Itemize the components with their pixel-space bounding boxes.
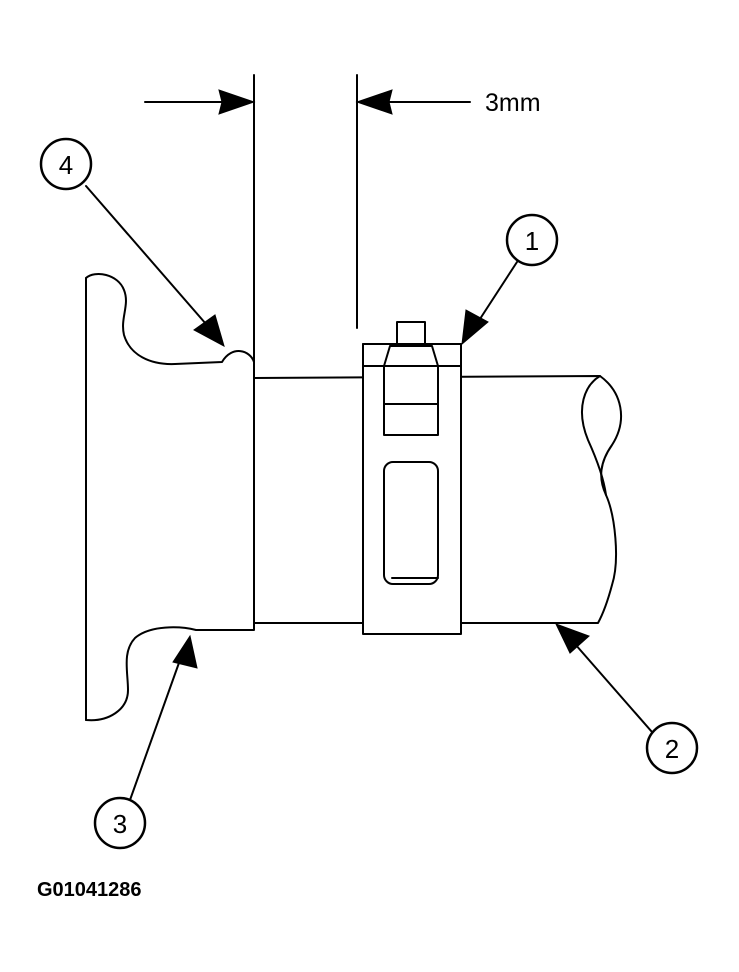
flange-outline [85,273,255,722]
arrowhead-1 [461,309,489,346]
clamp-part-1 [362,321,462,635]
leader-line-2 [574,643,653,733]
tailpipe-cut-end [581,375,607,496]
callout-circle-1 [505,213,559,267]
clamp-bolt-stud [396,321,426,345]
dimension-label: 3mm [485,89,541,117]
leader-line-1 [477,261,518,323]
leader-line-4 [85,185,207,325]
dimension-arrowhead-left [218,89,256,115]
arrowhead-2 [555,623,590,654]
callout-circle-4 [39,137,93,191]
clamp-nut [383,365,439,436]
clamp-slot [383,461,439,585]
callout-label-1: 1 [525,226,539,256]
callout-circle-3 [93,796,147,850]
arrowhead-4 [193,314,225,347]
callout-circle-2 [645,721,699,775]
callout-2: 2 [555,623,699,775]
dimension-arrowhead-right [355,89,393,115]
dimension-3mm: 3mm [144,74,541,379]
callout-4: 4 [39,137,225,347]
flange-pipe-part-3 [85,273,255,722]
figure-id: G01041286 [37,879,142,901]
arrowhead-3 [172,634,198,669]
callout-label-2: 2 [665,734,679,764]
leader-line-3 [129,659,181,801]
callout-label-4: 4 [59,150,73,180]
clamp-top-plate [362,343,462,367]
clamp-nut-top [383,345,439,367]
callout-label-3: 3 [113,809,127,839]
callout-1: 1 [461,213,559,346]
callout-3: 3 [93,634,198,850]
